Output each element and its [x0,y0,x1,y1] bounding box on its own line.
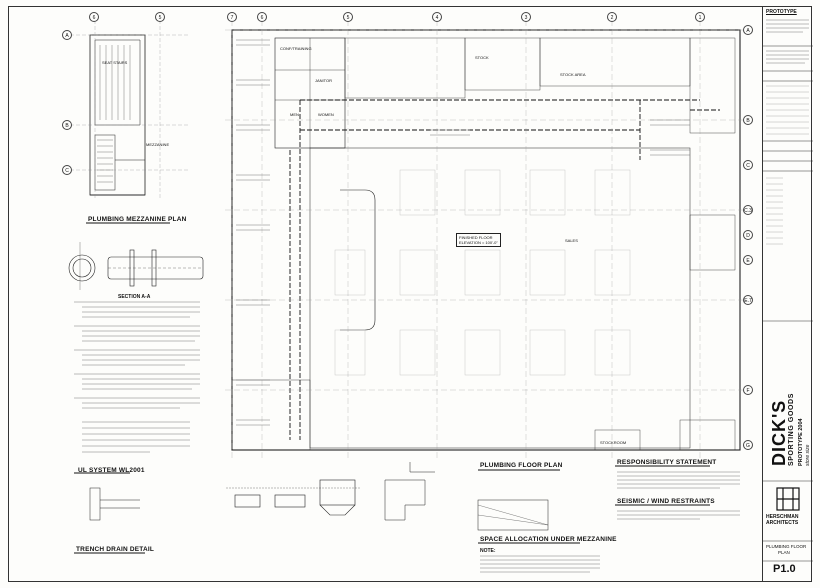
room-label-stock-area: STOCK AREA [560,72,586,77]
grid-bubble-right-e7: E.7 [743,295,753,305]
grid-bubble-right-d: D [743,230,753,240]
mezzanine-plan-title: PLUMBING MEZZANINE PLAN [88,216,187,223]
grid-bubble-right-c3: C.3 [743,205,753,215]
project-subname: store size [805,444,811,466]
note-title: NOTE: [480,548,496,554]
grid-bubble-5: 5 [155,12,165,22]
mezzanine-label: MEZZANINE [146,142,170,147]
sheet-title-line1: PLUMBING FLOOR [766,544,807,549]
architect-name: HERSCHMAN [766,514,799,520]
room-label-men: MEN [290,112,299,117]
grid-bubble-4: 4 [432,12,442,22]
grid-bubble-a: A [62,30,72,40]
room-label-stock: STOCK [475,55,489,60]
room-label-women: WOMEN [318,112,334,117]
grid-bubble-right-b: B [743,115,753,125]
sheet-number: P1.0 [773,563,796,575]
floor-plan-title: PLUMBING FLOOR PLAN [480,462,563,469]
trench-drain-title: TRENCH DRAIN DETAIL [76,546,155,553]
title-block-linework [763,19,813,562]
brand-logo: DICK'S [769,399,789,466]
room-label-conf: CONF/TRAINING [280,46,312,51]
space-allocation-title: SPACE ALLOCATION UNDER MEZZANINE [480,536,617,543]
section-a-a-title: SECTION A-A [118,294,151,300]
seismic-title: SEISMIC / WIND RESTRAINTS [617,498,715,505]
grid-bubble-right-e: E [743,255,753,265]
pipe-section-detail [68,242,204,290]
finished-floor-callout-text: FINISHED FLOOR ELEVATION = 100'-0" [459,235,498,245]
room-label-janitor: JANITOR [315,78,333,83]
project-name: PROTOTYPE 2004 [798,418,804,466]
sheet-border [8,6,812,582]
fixture-grid [334,169,631,376]
room-label-sales: SALES [565,238,578,243]
grid-bubble-6b: 6 [257,12,267,22]
sheet-title-line2: PLAN [778,550,790,555]
room-label-stockroom: STOCKROOM [600,440,627,445]
grid-bubble-7: 7 [227,12,237,22]
architect-subtitle: ARCHITECTS [766,520,799,526]
grid-bubble-right-f: F [743,385,753,395]
grid-bubble-3: 3 [521,12,531,22]
brand-subtitle: SPORTING GOODS [788,393,795,466]
prototype-label: PROTOTYPE [766,9,797,15]
grid-bubble-c: C [62,165,72,175]
grid-bubble-b: B [62,120,72,130]
grid-bubble-right-a: A [743,25,753,35]
title-block: PROTOTYPE [762,6,813,582]
ul-system-title: UL SYSTEM WL2001 [78,467,145,474]
grid-bubble-2: 2 [607,12,617,22]
grid-bubble-right-c: C [743,160,753,170]
grid-bubble-6: 6 [89,12,99,22]
stairs-label: SEAT STAIRS [102,60,128,65]
grid-bubble-1: 1 [695,12,705,22]
finished-floor-callout: FINISHED FLOOR ELEVATION = 100'-0" [456,233,501,247]
grid-bubble-5b: 5 [343,12,353,22]
architect-logo-mark [776,487,800,511]
grid-bubble-right-g: G [743,440,753,450]
responsibility-title: RESPONSIBILITY STATEMENT [617,459,717,466]
ul-system-linework [89,487,140,521]
trench-drain-linework [226,479,360,516]
